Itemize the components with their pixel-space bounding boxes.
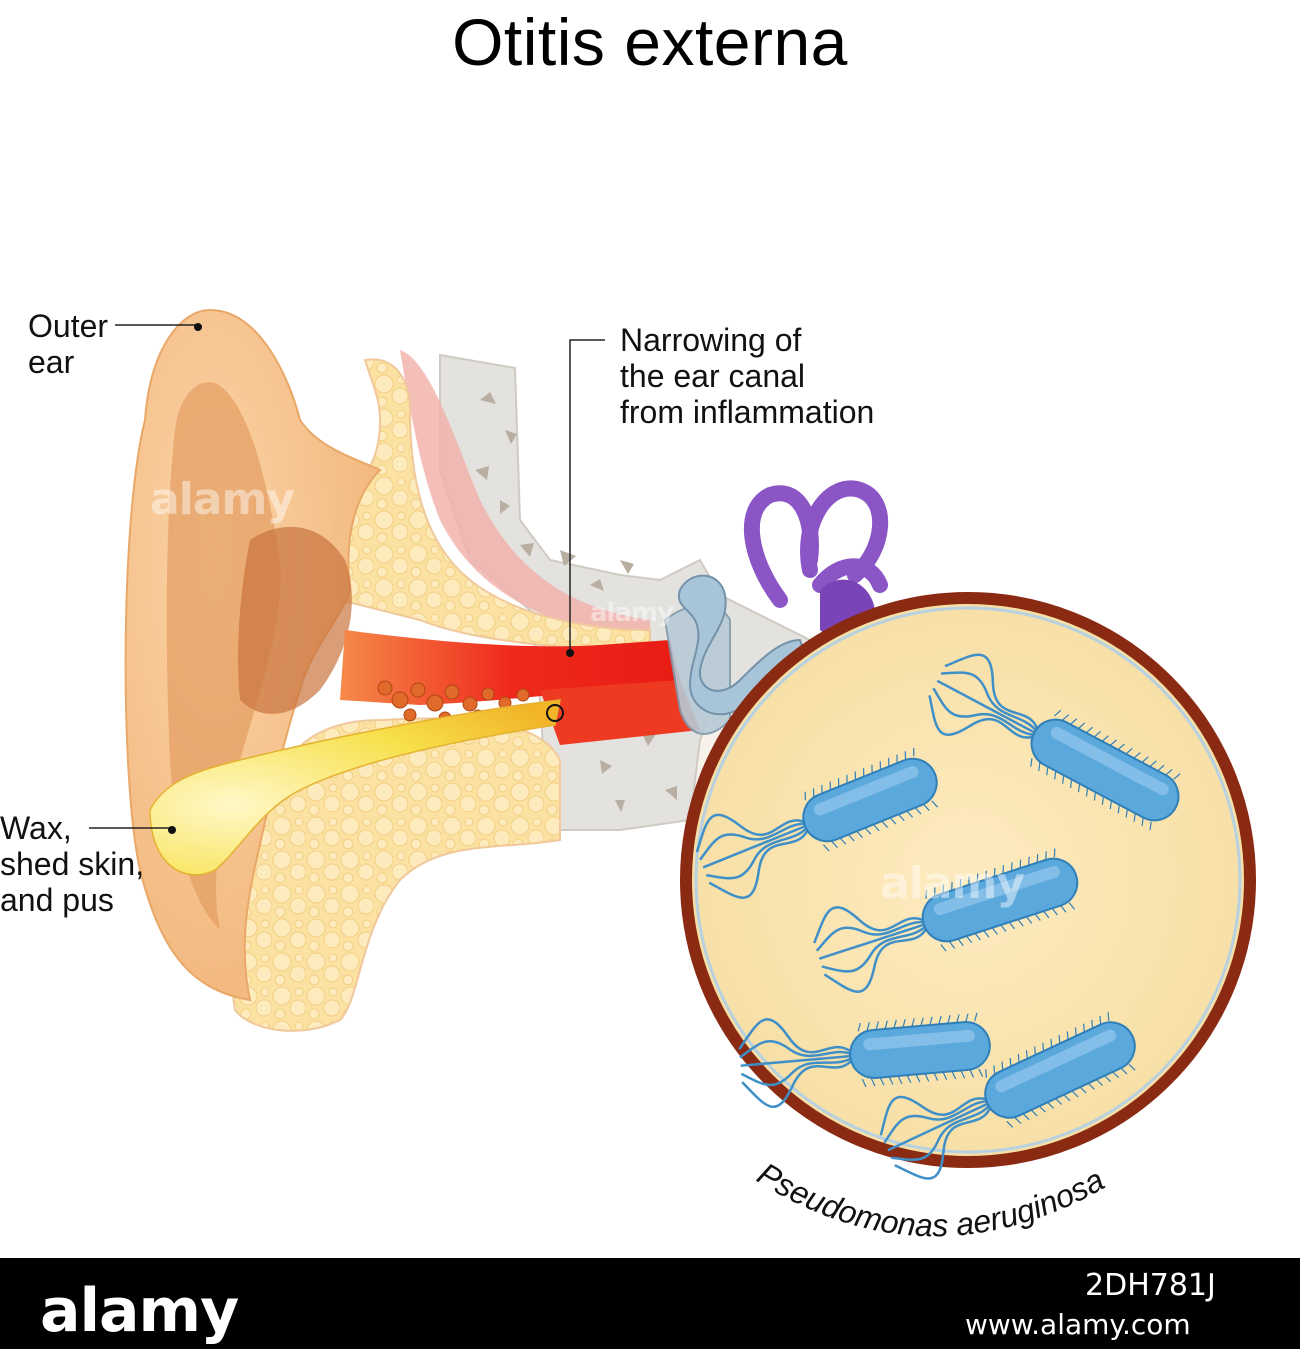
bacteria-label: Pseudomonas aeruginosa bbox=[751, 1155, 1109, 1243]
bacterium bbox=[695, 747, 939, 899]
flagellum bbox=[740, 1054, 851, 1067]
flagellum bbox=[695, 813, 804, 853]
flagellum bbox=[883, 1100, 987, 1144]
footer-bar: alamy 2DH781J www.alamy.com bbox=[0, 1258, 1300, 1349]
flagellum bbox=[699, 822, 805, 861]
pointer-ring bbox=[546, 704, 564, 722]
flagellum bbox=[894, 1108, 991, 1180]
bacterium bbox=[813, 848, 1079, 993]
flagellum bbox=[706, 827, 807, 880]
flagellum bbox=[936, 679, 1035, 734]
watermark: alamy bbox=[590, 598, 674, 628]
bacterium bbox=[928, 653, 1181, 831]
magnification-circle bbox=[680, 592, 1256, 1168]
flagellum bbox=[818, 923, 925, 960]
leader-lines bbox=[89, 324, 605, 829]
flagellum bbox=[739, 1039, 851, 1059]
watermark: alamy bbox=[150, 474, 295, 525]
ear-diagram: Pseudomonas aeruginosa bbox=[89, 308, 1256, 1243]
flagellum bbox=[708, 830, 809, 899]
flagellum bbox=[887, 1102, 989, 1152]
label-wax: Wax,shed skin,and pus bbox=[0, 810, 145, 918]
pointer-dot bbox=[168, 826, 176, 834]
flagellum bbox=[879, 1095, 986, 1136]
footer-brand: alamy bbox=[40, 1276, 239, 1346]
flagellum bbox=[823, 929, 927, 993]
muscle-band bbox=[400, 350, 650, 640]
flagellum bbox=[813, 906, 923, 944]
bacterium bbox=[879, 1012, 1136, 1180]
flagellum bbox=[740, 1057, 852, 1087]
pointer-dot bbox=[566, 649, 574, 657]
bacterium bbox=[738, 1012, 991, 1109]
footer-image-id: 2DH781J bbox=[1085, 1268, 1216, 1303]
flagellum bbox=[932, 687, 1034, 737]
concha bbox=[238, 526, 352, 714]
flagellum bbox=[821, 926, 926, 973]
flagellum bbox=[928, 695, 1033, 739]
inflamed-canal-lower bbox=[540, 680, 700, 745]
bacteria-group bbox=[695, 653, 1181, 1180]
watermark: alamy bbox=[880, 858, 1025, 909]
flagellum bbox=[891, 1105, 990, 1161]
flagellum bbox=[815, 920, 924, 952]
pointer-dot bbox=[194, 323, 202, 331]
pus-plug bbox=[149, 699, 561, 876]
flagellum bbox=[738, 1018, 851, 1054]
diagram-title: Otitis externa bbox=[452, 5, 848, 79]
flagellum bbox=[741, 1060, 852, 1109]
footer-site: www.alamy.com bbox=[965, 1308, 1191, 1341]
flagellum bbox=[941, 671, 1037, 731]
fat-lower bbox=[230, 717, 561, 1032]
flagellum bbox=[944, 653, 1039, 729]
cochlea bbox=[743, 480, 889, 608]
flagellum bbox=[702, 825, 806, 869]
